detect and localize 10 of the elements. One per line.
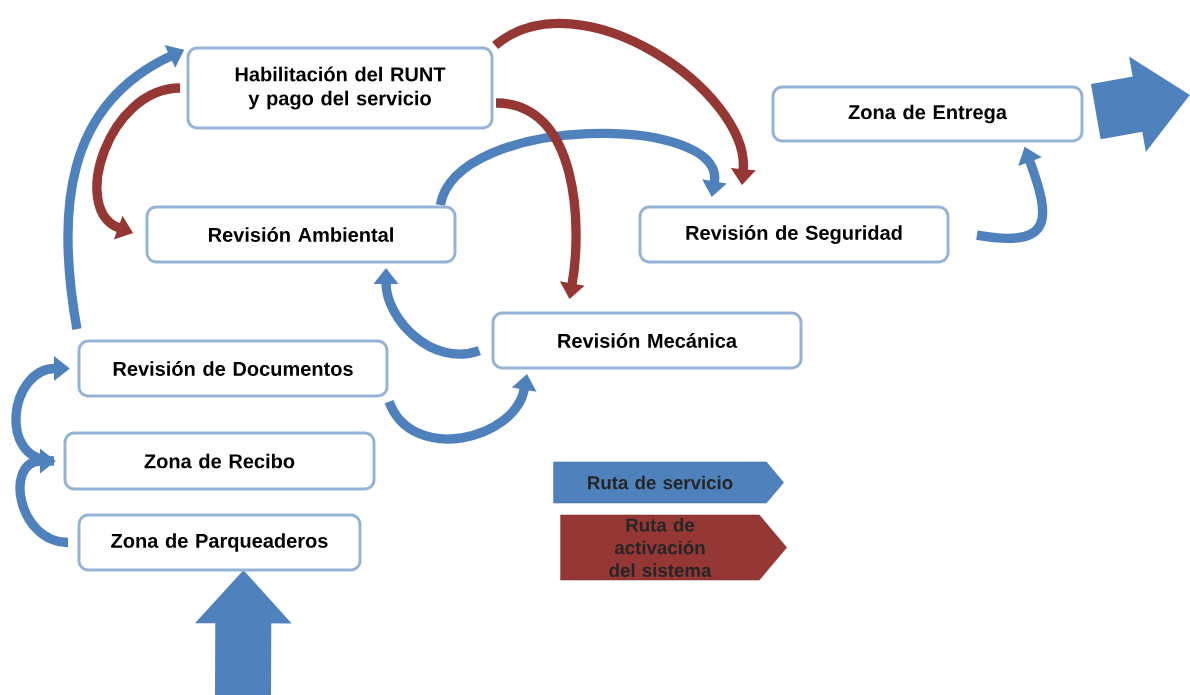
process-box: Revisión Mecánica	[491, 311, 803, 370]
process-box: Zona de Entrega	[771, 85, 1084, 143]
process-box: Zona de Recibo	[63, 431, 376, 491]
arrow	[15, 448, 69, 548]
process-box: Zona de Parqueaderos	[77, 513, 362, 572]
process-box: Revisión Ambiental	[145, 205, 457, 264]
process-box: Revisión de Seguridad	[638, 205, 950, 264]
process-box: Habilitación del RUNT y pago del servicio	[186, 46, 494, 130]
process-box: Revisión de Documentos	[77, 339, 389, 398]
arrow	[436, 129, 727, 207]
